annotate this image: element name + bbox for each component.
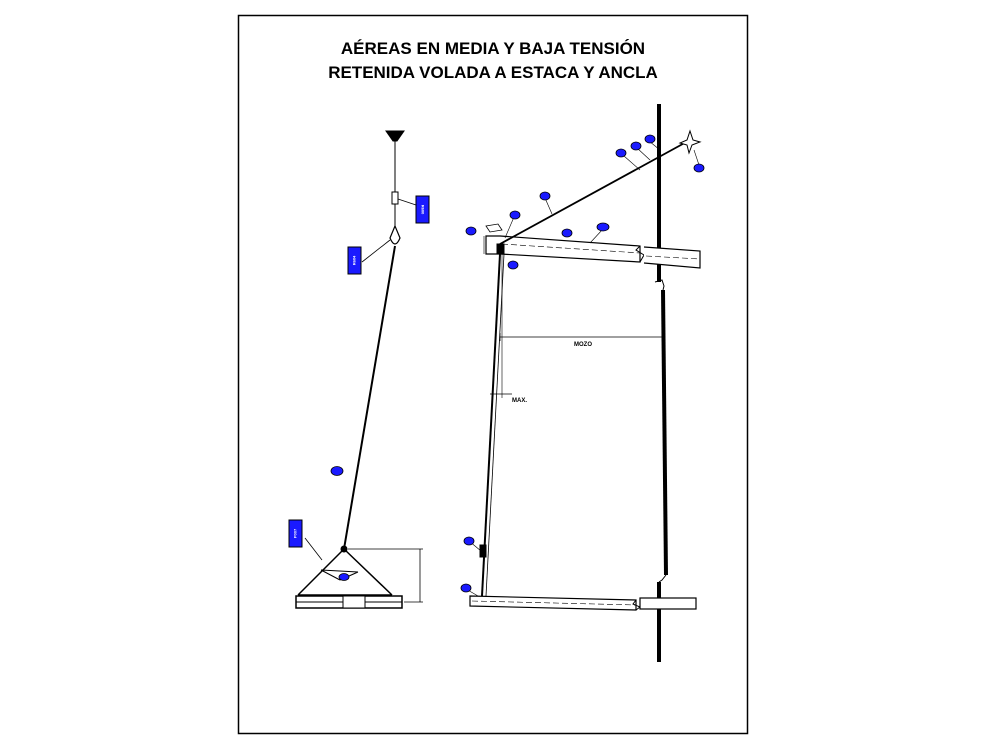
tag-r604-label: R604: [352, 255, 357, 265]
right-round-callouts: [460, 134, 705, 593]
upper-strut-centerline: [501, 243, 641, 254]
main-pole-mid: [661, 289, 668, 576]
top-attachment: [385, 130, 405, 142]
anchor-bridle: [297, 548, 393, 596]
leader-top-1: [623, 155, 641, 171]
leader-head: [504, 216, 515, 239]
tag-r604: R604: [347, 246, 362, 275]
leader-anchor-star: [693, 149, 700, 166]
callout-anchor-star: [693, 163, 705, 173]
left-round-callouts: [330, 466, 350, 581]
callout-anchor: [338, 573, 350, 581]
angle-note: MAX.: [512, 398, 527, 404]
leader-p007: [304, 537, 323, 561]
slanted-stake-inner: [485, 253, 505, 597]
leader-r604: [361, 239, 391, 263]
right-elevation-view: [465, 104, 702, 662]
callout-lower-stake: [463, 536, 475, 546]
ground-beam-break: [632, 599, 641, 611]
callout-top-3: [644, 134, 656, 144]
main-pole-break-bottom: [658, 574, 667, 583]
upper-strut-end-centerline: [645, 255, 701, 260]
callout-head: [509, 210, 521, 220]
drawing-title-line-2: RETENIDA VOLADA A ESTACA Y ANCLA: [328, 63, 658, 82]
sheet-border: [237, 14, 749, 735]
callout-bracket: [507, 260, 519, 270]
top-guy-wire: [499, 139, 691, 245]
ground-beam-centerline: [471, 600, 637, 606]
upper-strut-break: [635, 245, 645, 263]
tag-p007: P007: [288, 519, 303, 548]
callout-head-left: [465, 226, 477, 236]
callout-top-1: [615, 148, 627, 158]
slanted-stake: [481, 253, 501, 597]
upper-strut-end: [643, 246, 701, 269]
drawing-title-line-1: AÉREAS EN MEDIA Y BAJA TENSIÓN: [341, 39, 645, 58]
leader-top-2: [636, 147, 651, 161]
callout-strut: [596, 222, 610, 232]
tag-r600-label: R600: [420, 205, 425, 215]
anchor-log-plate: [342, 595, 366, 609]
callout-top-2: [630, 141, 642, 151]
thimble-eye: [389, 224, 401, 245]
guy-wire: [343, 245, 396, 550]
span-dim-note: MOZO: [574, 342, 592, 348]
main-pole-break-top: [654, 279, 665, 291]
head-bracket: [496, 243, 505, 255]
head-clamp: [485, 223, 503, 233]
left-elevation-view: [295, 130, 423, 609]
top-anchor-star: [678, 129, 702, 155]
lower-stake-collar: [479, 544, 487, 558]
leader-guy-mid: [544, 197, 553, 215]
ground-beam-end: [639, 597, 697, 610]
leader-strut: [589, 228, 604, 244]
callout-ground: [460, 583, 472, 593]
tag-p007-label: P007: [293, 528, 298, 538]
callout-guy-mid: [539, 191, 551, 201]
callout-guy-wire: [330, 466, 344, 476]
callout-guy-lower: [561, 228, 573, 238]
strain-insulator: [391, 191, 399, 205]
tag-r600: R600: [415, 195, 430, 224]
